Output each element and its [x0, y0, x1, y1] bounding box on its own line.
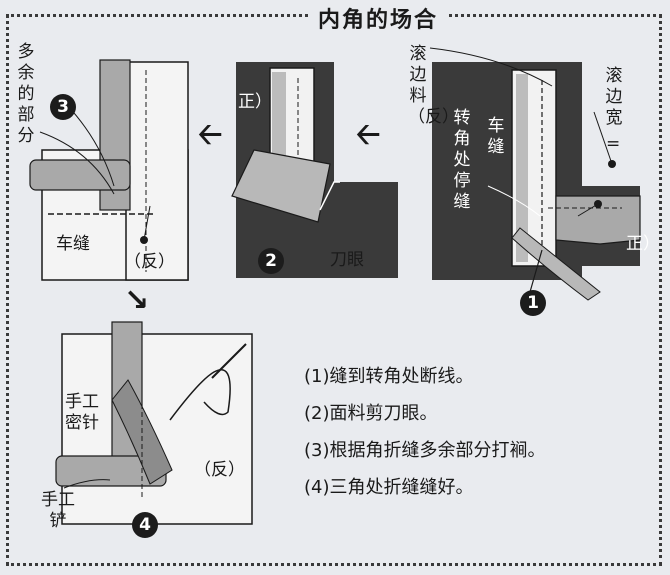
reverse-label-3: （反）: [124, 252, 175, 272]
panel-3-fabric: [29, 59, 189, 281]
panel-1-fabric: [429, 47, 641, 301]
step-badge-3: 3: [50, 94, 76, 120]
instruction-list: (1)缝到转角处断线。 (2)面料剪刀眼。 (3)根据角折缝多余部分打裥。 (4…: [304, 358, 546, 506]
step-badge-1: 1: [520, 290, 546, 316]
instruction-item: (3)根据角折缝多余部分打裥。: [304, 440, 546, 461]
binding-width-label: 滚边宽: [605, 66, 623, 128]
reverse-label-4: （反）: [194, 460, 245, 480]
stitch-label-1: 车缝: [487, 116, 505, 157]
panel-2-fabric: [231, 62, 398, 278]
arrow-left-icon-2: 🡠: [356, 117, 381, 152]
stitch-line-label-3: 车缝: [56, 234, 90, 254]
front-label-2: 正）: [238, 92, 272, 112]
instruction-item: (1)缝到转角处断线。: [304, 366, 474, 387]
panel-4-fabric: [55, 321, 253, 525]
step-badge-4: 4: [132, 512, 158, 538]
equal-sign: =: [606, 134, 621, 154]
hand-fell-label: 手工铲: [41, 490, 75, 531]
step-badge-2: 2: [258, 248, 284, 274]
instruction-item: (4)三角处折缝缝好。: [304, 477, 474, 498]
clip-label-2: 刀眼: [330, 250, 364, 270]
hand-blind-label: 手工密针: [65, 392, 99, 433]
arrow-down-right-icon: ↘: [124, 283, 150, 318]
page-title: 内角的场合: [308, 2, 449, 34]
instruction-item: (2)面料剪刀眼。: [304, 403, 438, 424]
corner-stop-label: 转角处停缝: [453, 108, 471, 212]
excess-part-label: 多余的部分: [17, 42, 35, 146]
front-label-1: 正）: [626, 234, 660, 254]
binding-reverse-label: 滚边料（反）: [408, 44, 459, 127]
arrow-left-icon: 🡠: [198, 117, 223, 152]
